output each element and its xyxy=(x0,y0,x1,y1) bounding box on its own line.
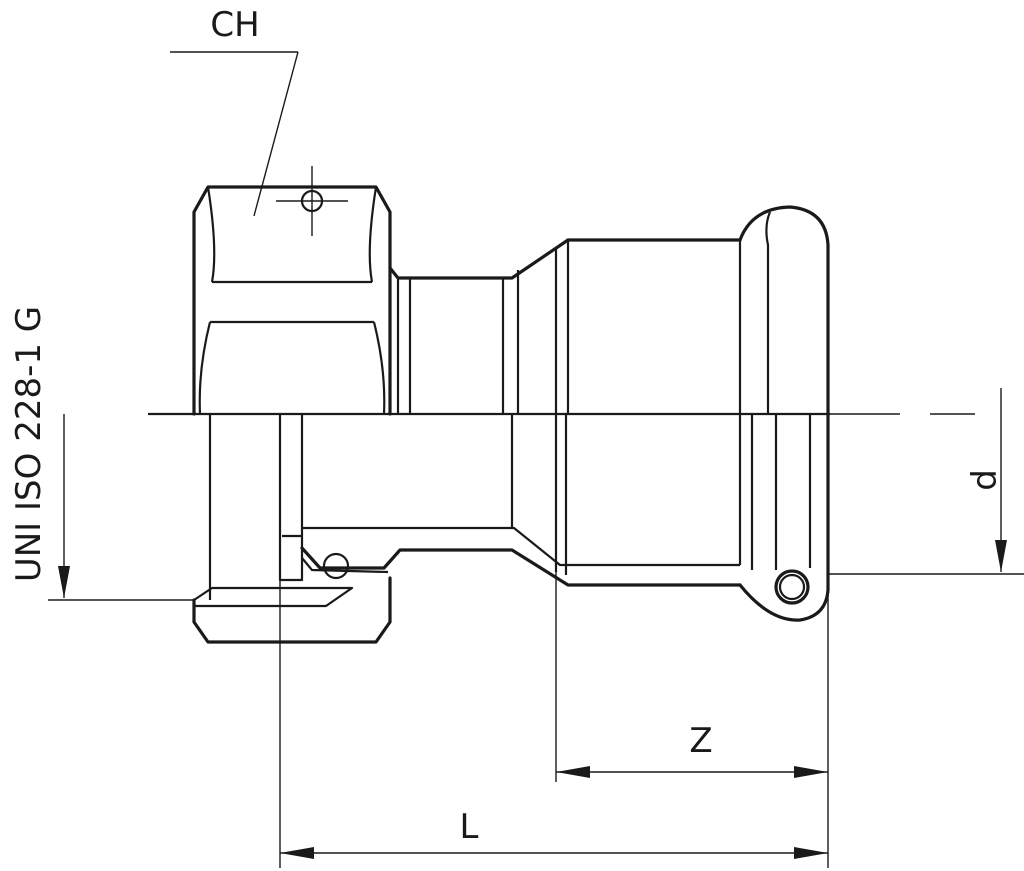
ch-label: CH xyxy=(210,5,259,45)
d-label: d xyxy=(965,469,1005,491)
o-ring-press-seal xyxy=(778,573,806,601)
body-section-wall xyxy=(300,414,742,587)
z-label: Z xyxy=(689,721,712,761)
neck-exterior xyxy=(388,238,570,414)
press-socket-exterior xyxy=(554,205,830,416)
o-ring-nut-seal xyxy=(322,552,350,580)
press-socket-section xyxy=(738,412,830,622)
ch-pointer-marker xyxy=(276,166,348,236)
l-dimension xyxy=(279,580,828,868)
hex-nut-section xyxy=(192,414,392,644)
hex-nut-exterior xyxy=(192,185,392,416)
d-dimension xyxy=(828,388,1024,575)
thread-standard-label: UNI ISO 228-1 G xyxy=(9,306,49,582)
thread-dimension xyxy=(48,414,194,601)
ch-leader xyxy=(170,51,299,217)
z-dimension xyxy=(555,572,829,868)
l-label: L xyxy=(460,807,479,847)
